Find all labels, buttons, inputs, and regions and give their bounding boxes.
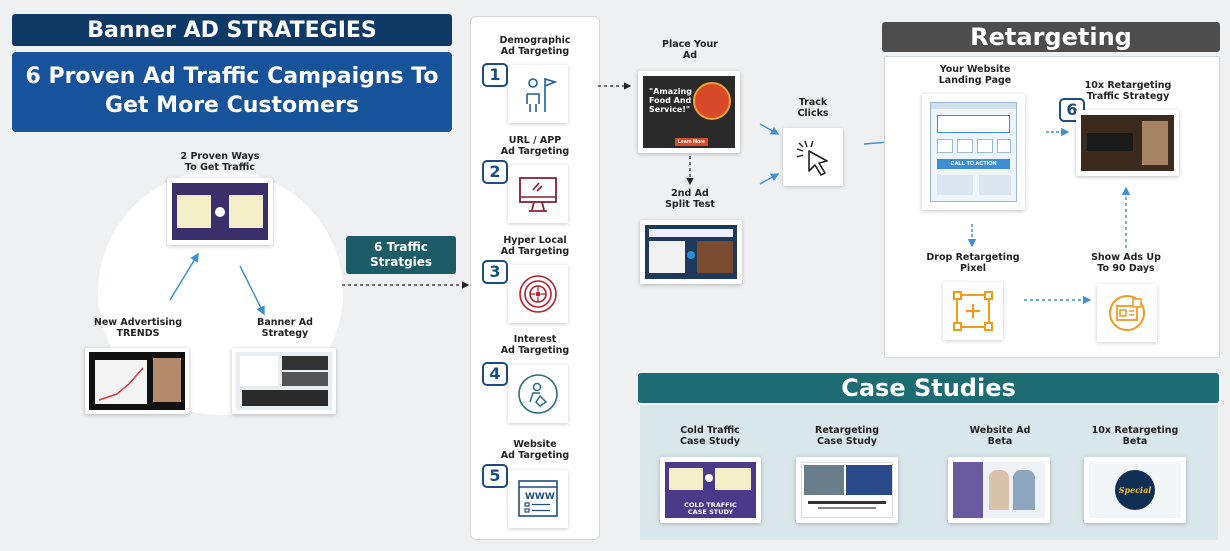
case-3-thumbnail[interactable] xyxy=(948,457,1050,523)
case-2-label: Retargeting Case Study xyxy=(815,425,879,447)
connector-to-retargeting-strategy xyxy=(1046,127,1070,137)
strategy-5-label: Website Ad Targeting xyxy=(500,439,570,461)
subtitle-banner: 6 Proven Ad Traffic Campaigns To Get Mor… xyxy=(12,52,452,132)
retargeting-strategy-label: 10x Retargeting Traffic Strategy xyxy=(1084,80,1172,102)
monitor-icon xyxy=(519,177,557,212)
trend-line-icon xyxy=(98,367,144,401)
connector-to-pixel xyxy=(967,224,977,248)
case-4-thumbnail[interactable]: Special xyxy=(1084,457,1186,523)
connector-to-split-test xyxy=(686,156,694,186)
circle-left-label: New Advertising TRENDS xyxy=(93,317,183,339)
strategy-4-number: 4 xyxy=(482,362,508,386)
pixel-icon xyxy=(953,291,993,331)
two-ways-thumbnail[interactable] xyxy=(167,178,273,245)
track-clicks-label: Track Clicks xyxy=(797,97,829,119)
strategy-3-label: Hyper Local Ad Targeting xyxy=(500,235,570,257)
pixel-card[interactable] xyxy=(943,282,1003,340)
show-ads-label: Show Ads Up To 90 Days xyxy=(1091,252,1161,274)
page-subtitle: 6 Proven Ad Traffic Campaigns To Get Mor… xyxy=(25,64,439,118)
retargeting-header: Retargeting xyxy=(882,22,1220,52)
svg-text:WWW: WWW xyxy=(525,492,555,502)
case-studies-header: Case Studies xyxy=(638,373,1219,403)
strategy-2-label: URL / APP Ad Targeting xyxy=(500,135,570,157)
trends-thumbnail[interactable] xyxy=(85,348,189,414)
ad-calendar-icon xyxy=(1109,295,1145,331)
retargeting-strategy-thumbnail[interactable] xyxy=(1076,110,1179,176)
strategy-1-number: 1 xyxy=(482,63,508,87)
landing-page-card[interactable]: CALL TO ACTION xyxy=(922,94,1025,210)
call-to-action-button[interactable]: CALL TO ACTION xyxy=(937,159,1010,169)
www-browser-icon: WWW xyxy=(518,480,558,517)
interest-icon xyxy=(518,374,558,414)
strategy-3-number: 3 xyxy=(482,260,508,284)
track-clicks-card[interactable] xyxy=(783,128,843,186)
pixel-label: Drop Retargeting Pixel xyxy=(926,252,1020,274)
strategy-2-number: 2 xyxy=(482,160,508,184)
case-1-label: Cold Traffic Case Study xyxy=(680,425,740,447)
connector-to-strategies xyxy=(342,281,470,289)
strategy-4-card[interactable] xyxy=(508,365,568,423)
banner-strategy-thumbnail[interactable] xyxy=(232,348,336,414)
page-title: Banner AD STRATEGIES xyxy=(87,17,377,43)
strategy-1-card[interactable] xyxy=(508,65,568,123)
connector-to-place-ad xyxy=(598,82,632,90)
place-ad-thumbnail[interactable]: "Amazing Food And Service!" Learn More xyxy=(638,71,740,153)
title-banner: Banner AD STRATEGIES xyxy=(12,14,452,46)
show-ads-card[interactable] xyxy=(1097,284,1157,342)
case-1-thumbnail[interactable]: COLD TRAFFIC CASE STUDY xyxy=(660,457,761,523)
case-2-thumbnail[interactable] xyxy=(796,457,898,523)
strategy-2-card[interactable] xyxy=(508,165,568,223)
place-ad-label: Place Your Ad xyxy=(662,39,718,61)
connector-to-show-ads xyxy=(1024,295,1092,305)
strategy-4-label: Interest Ad Targeting xyxy=(500,334,570,356)
case-4-label: 10x Retargeting Beta xyxy=(1091,425,1179,447)
strategy-5-card[interactable]: WWW xyxy=(508,470,568,528)
circle-arrows xyxy=(169,252,265,316)
strategy-3-card[interactable] xyxy=(508,265,568,323)
strategy-5-number: 5 xyxy=(482,464,508,488)
target-icon xyxy=(519,275,557,313)
traffic-strategies-box: 6 Traffic Stratgies xyxy=(346,236,456,274)
case-3-label: Website Ad Beta xyxy=(969,425,1031,447)
split-test-thumbnail[interactable] xyxy=(640,220,742,284)
learn-more-button[interactable]: Learn More xyxy=(675,138,708,146)
circle-top-label: 2 Proven Ways To Get Traffic xyxy=(180,151,260,173)
cursor-click-icon xyxy=(796,140,828,176)
connectors-to-track-clicks xyxy=(759,123,780,185)
split-test-label: 2nd Ad Split Test xyxy=(665,188,715,210)
circle-right-label: Banner Ad Strategy xyxy=(257,317,313,339)
connector-up-to-strategy xyxy=(1121,186,1131,248)
strategy-1-label: Demographic Ad Targeting xyxy=(499,35,571,57)
landing-page-label: Your Website Landing Page xyxy=(938,64,1012,86)
person-flag-icon xyxy=(526,78,558,112)
